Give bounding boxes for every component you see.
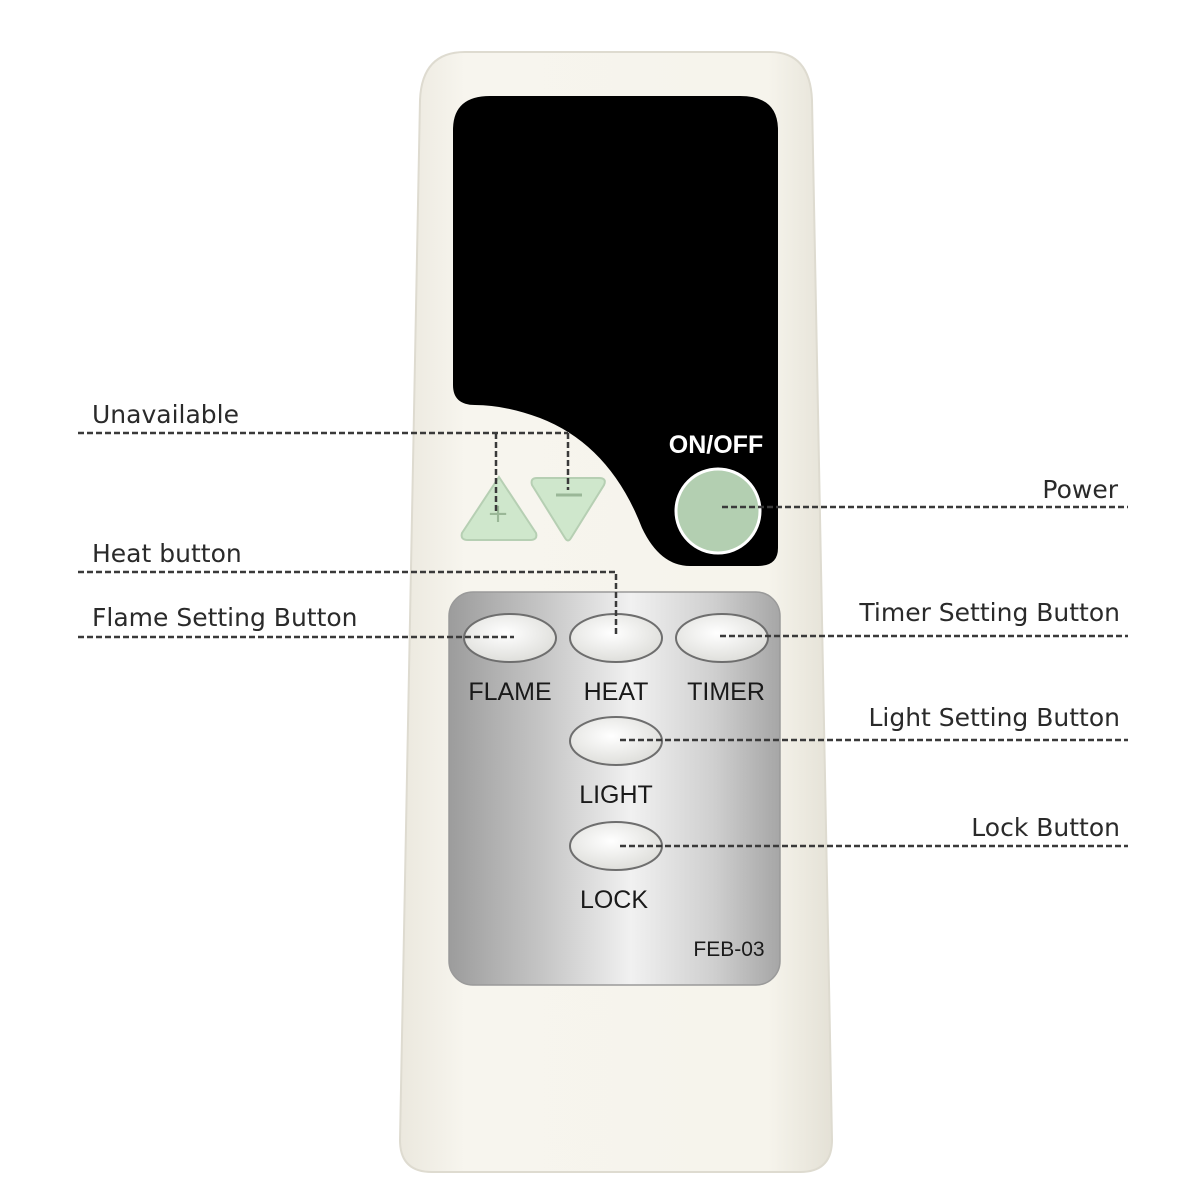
flame-label: FLAME: [468, 678, 552, 706]
callout-heat: Heat button: [92, 539, 242, 568]
heat-label: HEAT: [583, 678, 649, 706]
display-area: [453, 96, 778, 566]
callout-unavailable: Unavailable: [92, 400, 239, 429]
callout-timer: Timer Setting Button: [859, 598, 1120, 627]
light-label: LIGHT: [579, 781, 653, 809]
lock-label: LOCK: [579, 886, 649, 914]
minus-button[interactable]: [530, 477, 606, 542]
plus-button[interactable]: [460, 475, 538, 541]
button-panel: [448, 591, 781, 986]
timer-button[interactable]: [675, 613, 769, 663]
callout-light: Light Setting Button: [868, 703, 1120, 732]
heat-leader: [78, 570, 618, 636]
plus-icon: +: [487, 499, 509, 529]
callout-lock: Lock Button: [971, 813, 1120, 842]
callout-flame: Flame Setting Button: [92, 603, 358, 632]
power-label: ON/OFF: [668, 431, 764, 459]
callout-power: Power: [1042, 475, 1118, 504]
power-button[interactable]: [674, 467, 762, 555]
timer-label: TIMER: [687, 678, 765, 706]
model-label: FEB-03: [693, 938, 765, 961]
unavailable-leader: [78, 431, 570, 512]
